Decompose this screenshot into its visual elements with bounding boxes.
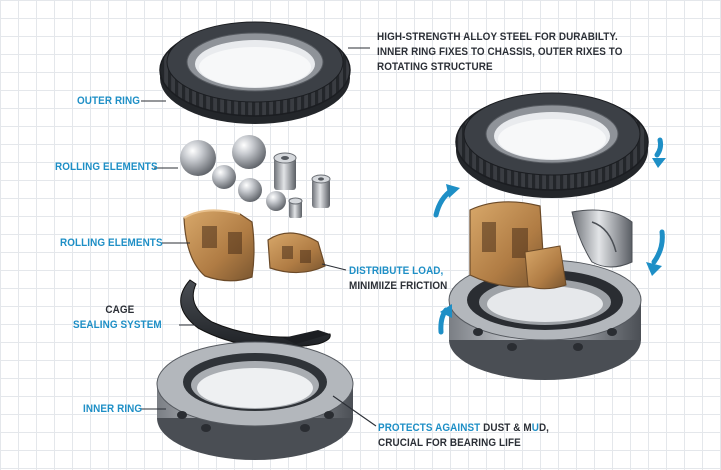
label-distribute-line-1: DISTRIBUTE LOAD, <box>349 265 444 277</box>
label-outer-ring: OUTER RING <box>77 95 141 107</box>
rolling-elements-cage <box>183 209 326 282</box>
rotation-arrowheads <box>440 158 666 318</box>
rolling-elements-balls <box>180 135 331 218</box>
top-note-line-3: ROTATING STRUCTURE <box>377 61 493 73</box>
top-note-line-1: HIGH-STRENGTH ALLOY STEEL FOR DURABILTY. <box>377 31 618 43</box>
assembled-bearing <box>448 92 649 380</box>
sealing-system-seal <box>180 279 331 349</box>
outer-ring-gear <box>159 21 351 124</box>
label-protects-line-2: CRUCIAL FOR BEARING LIFE <box>378 437 521 449</box>
label-protects: PROTECTS AGAINST DUST & MUD, CRUCIAL FOR… <box>378 421 549 451</box>
label-rolling-elements-balls: ROLLING ELEMENTS <box>55 161 158 173</box>
protects-blue-text: PROTECTS AGAINST <box>378 422 481 434</box>
label-protects-line-1: PROTECTS AGAINST DUST & MUD, <box>378 421 549 436</box>
label-cage: CAGE <box>105 304 135 316</box>
label-distribute-load: DISTRIBUTE LOAD, MINIMIIZE FRICTION <box>349 264 447 294</box>
label-inner-ring: INNER RING <box>83 403 143 415</box>
label-cage-sealing: CAGE SEALING SYSTEM <box>73 303 162 333</box>
protects-dark-text: DUST & M <box>480 422 532 434</box>
protects-dark-end: D, <box>538 422 550 434</box>
inner-ring <box>156 341 354 460</box>
label-sealing-system: SEALING SYSTEM <box>73 319 162 331</box>
label-rolling-elements-cage: ROLLING ELEMENTS <box>60 237 163 249</box>
top-note: HIGH-STRENGTH ALLOY STEEL FOR DURABILTY.… <box>377 30 623 75</box>
protects-blue-u: U <box>531 422 539 434</box>
leader-lines <box>141 47 377 427</box>
top-note-line-2: INNER RING FIXES TO CHASSIS, OUTER RIXES… <box>377 46 623 58</box>
label-distribute-line-2: MINIMIIZE FRICTION <box>349 280 448 292</box>
